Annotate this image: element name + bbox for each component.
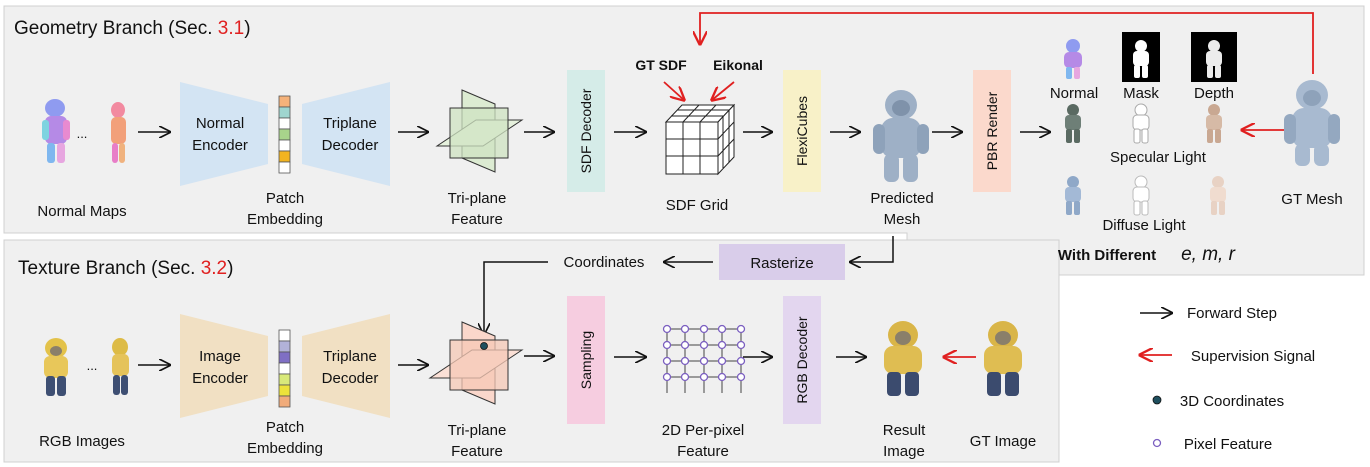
normal-encoder-line1: Normal [196,115,244,132]
diffuse-render-2 [1132,175,1150,216]
patch-embedding-label-t1: Patch [266,419,304,436]
legend-supervision-label: Supervision Signal [1191,348,1315,365]
flexicubes-label: FlexiCubes [794,96,810,166]
depth-label: Depth [1194,85,1234,102]
rgb-image-figure-side [112,338,129,395]
rgb-images-label: RGB Images [39,433,125,450]
with-different-label: With Different [1058,247,1156,264]
diffuse-render-3 [1210,176,1226,215]
mask-label: Mask [1123,85,1159,102]
specular-render-3 [1206,104,1222,143]
supervision-arrow-gt-mesh-to-sdf [700,12,1314,74]
rgb-dots: ... [87,358,98,373]
per-pixel-label-2: Feature [677,443,729,460]
image-encoder-line2: Encoder [192,370,248,387]
result-image-label-1: Result [883,422,926,439]
diffuse-light-label: Diffuse Light [1102,217,1186,234]
triplane-decoder-line2: Decoder [322,137,379,154]
sdf-grid-label: SDF Grid [666,197,729,214]
sdf-decoder-label: SDF Decoder [578,88,594,173]
normal-label: Normal [1050,85,1098,102]
patch-embedding-strip-geometry [278,95,291,174]
diffuse-render-1 [1065,176,1081,215]
coordinates-label: Coordinates [564,254,645,271]
rgb-decoder-label: RGB Decoder [794,316,810,403]
arrow-mesh-to-rasterize [850,236,894,262]
mask-silhouette [1133,40,1149,78]
pixel-feature-nodes [662,324,746,382]
gt-image-figure [984,321,1022,396]
image-encoder-block [180,314,268,418]
rasterize-block [719,244,845,280]
triplane-feature-label-1: Tri-plane [448,190,507,207]
legend-pixel-feature-dot [1152,438,1162,448]
triplane-feature-t-label-1: Tri-plane [448,422,507,439]
legend-pixel-feature-label: Pixel Feature [1184,436,1272,453]
pbr-render-block [973,70,1011,192]
predicted-mesh-label-1: Predicted [870,190,933,207]
sample-point-3d [480,342,488,350]
normal-map-figure-side [111,102,126,163]
image-encoder-line1: Image [199,348,241,365]
gt-mesh-label: GT Mesh [1281,191,1342,208]
geometry-title: Geometry Branch (Sec. 3.1) [14,18,251,39]
supervision-arrow-eikonal [712,81,735,100]
supervision-arrow-gt-sdf [663,81,684,100]
predicted-mesh-figure [873,90,929,182]
sdf-grid-cube [664,103,736,176]
legend: Forward Step Supervision Signal 3D Coord… [1140,305,1315,453]
normal-encoder-line2: Encoder [192,137,248,154]
result-image-label-2: Image [883,443,925,460]
flexicubes-block [783,70,821,192]
triplane-feature-texture [428,321,524,405]
arrow-coordinates-to-triplane [484,261,548,334]
legend-forward-label: Forward Step [1187,305,1277,322]
triplane-decoder-t-line2: Decoder [322,370,379,387]
depth-silhouette [1206,40,1222,78]
texture-panel [3,239,1060,463]
patch-embedding-label-1: Patch [266,190,304,207]
normal-maps-label: Normal Maps [37,203,126,220]
triplane-decoder-t-line1: Triplane [323,348,377,365]
normal-encoder-block [180,82,268,186]
result-image-figure [884,321,922,396]
rgb-image-figure-front [44,338,68,396]
specular-render-1 [1065,104,1081,143]
texture-title: Texture Branch (Sec. 3.2) [18,258,233,279]
sdf-decoder-block [567,70,605,192]
gt-mesh-figure [1284,80,1340,166]
per-pixel-label-1: 2D Per-pixel [662,422,745,439]
specular-render-2 [1132,103,1150,144]
rasterize-label: Rasterize [750,255,813,272]
triplane-feature-geometry [435,89,524,173]
triplane-feature-label-2: Feature [451,211,503,228]
gt-sdf-label: GT SDF [635,57,687,73]
patch-embedding-strip-texture [278,329,291,408]
patch-embedding-label-2: Embedding [247,211,323,228]
gt-image-label: GT Image [970,433,1036,450]
pbr-render-label: PBR Render [984,91,1000,170]
rgb-decoder-block [783,296,821,424]
normal-render-thumbnail [1064,39,1082,79]
triplane-decoder-line1: Triplane [323,115,377,132]
specular-light-label: Specular Light [1110,149,1207,166]
sampling-block [567,296,605,424]
triplane-feature-t-label-2: Feature [451,443,503,460]
normal-map-figure-front [42,99,70,163]
legend-3d-coords-label: 3D Coordinates [1180,393,1284,410]
material-params-label: e, m, r [1181,244,1236,265]
triplane-decoder-block [302,82,390,186]
patch-embedding-label-t2: Embedding [247,440,323,457]
triplane-decoder-block-texture [302,314,390,418]
legend-3d-coords-dot [1152,395,1162,405]
sampling-label: Sampling [578,331,594,389]
predicted-mesh-label-2: Mesh [884,211,921,228]
normal-dots: ... [77,126,88,141]
eikonal-label: Eikonal [713,57,763,73]
